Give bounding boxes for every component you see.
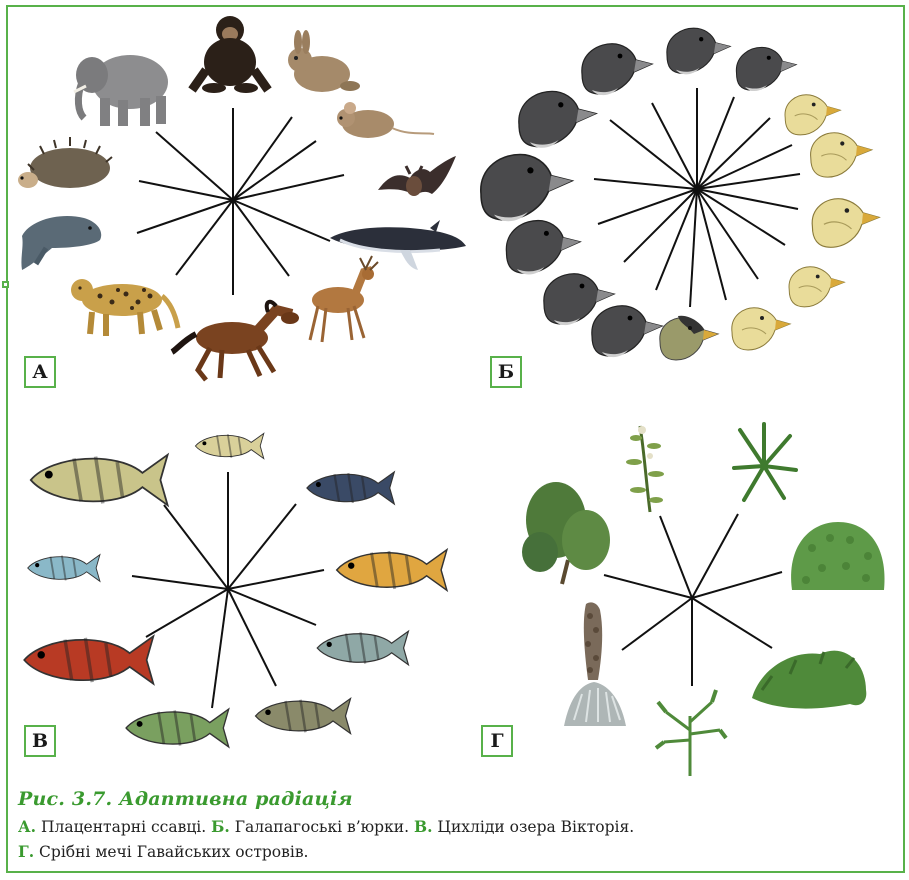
bat-icon [378,156,456,196]
panel-label-b: Б [490,356,522,388]
rabbit-icon [288,30,360,92]
horse-icon [172,302,299,380]
deer-icon [310,256,378,342]
finch-yellow-icon [660,95,879,360]
panel-label-a: А [24,356,56,388]
creeping-plant-icon [752,651,866,709]
chimpanzee-icon [192,16,268,93]
panel-a-rays [137,108,344,295]
caption-letter-b: Б. [211,817,230,836]
caption-letter-a: А. [18,817,36,836]
caption-text-a: Плацентарні ссавці. [41,818,206,836]
caption-line-1: А. Плацентарні ссавці. Б. Галапагоські в… [18,817,888,836]
radiation-diagrams [0,0,909,780]
hedgehog-icon [18,137,112,188]
caption-letter-d: Г. [18,842,34,861]
mouse-icon [337,102,434,138]
panel-label-c: В [24,725,56,757]
seal-icon [21,216,101,270]
flowering-stem-icon [626,426,664,512]
figure-title: Рис. 3.7. Адаптивна радіація [18,788,888,810]
caption-text-d: Срібні мечі Гавайських островів. [39,843,308,861]
figure-caption: Рис. 3.7. Адаптивна радіація А. Плацента… [18,788,888,867]
panel-b-rays [594,88,800,307]
panel-label-d: Г [481,725,513,757]
caption-text-b: Галапагоські в’юрки. [235,818,409,836]
silversword-icon [564,602,626,726]
rosette-icon [734,424,796,500]
whale-icon [330,220,466,270]
caption-line-2: Г. Срібні мечі Гавайських островів. [18,842,888,861]
elephant-icon [74,55,168,126]
leopard-icon [71,279,178,336]
panel-c-rays [132,472,324,708]
cichlid-fish-icon [24,433,447,747]
caption-text-c: Цихліди озера Вікторія. [437,818,634,836]
cushion-plant-icon [791,522,884,590]
panel-d-rays [604,514,782,686]
caption-letter-c: В. [414,817,433,836]
finch-dark-icon [481,28,796,357]
branching-plant-icon [656,690,726,776]
shrub-icon [522,482,610,584]
